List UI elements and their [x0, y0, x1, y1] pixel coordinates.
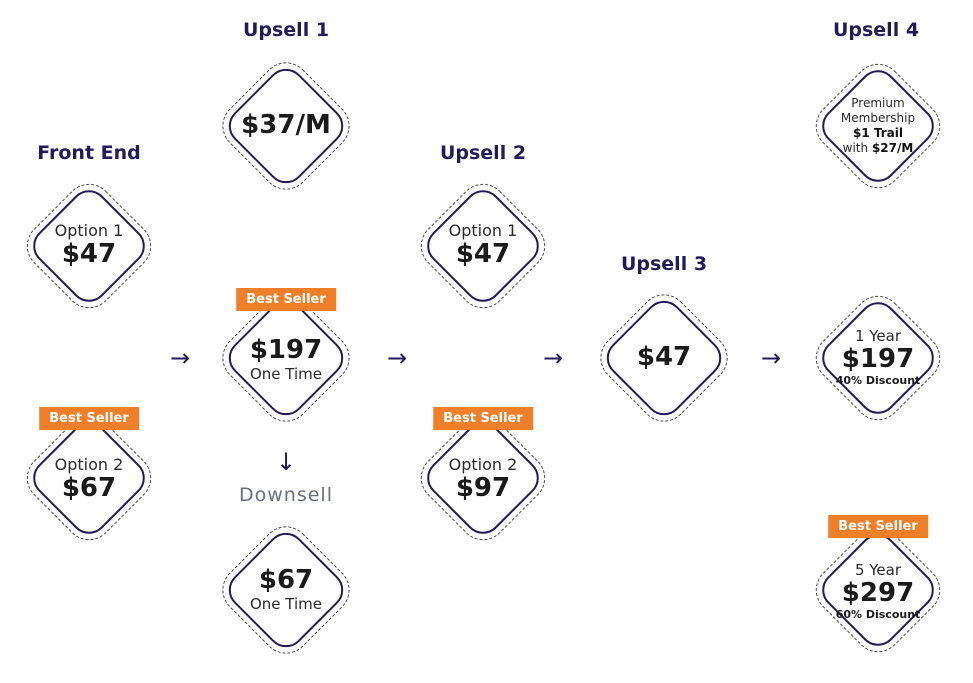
- membership-trial: $1 Trail: [852, 126, 903, 140]
- upsell1-top-diamond[interactable]: $37/M: [211, 51, 361, 201]
- upsell4-heading: Upsell 4: [832, 19, 920, 41]
- membership-with: with: [842, 141, 869, 155]
- best-seller-badge: Best Seller: [39, 407, 139, 430]
- right-arrow-icon: →: [760, 344, 782, 372]
- down-arrow-icon: ↓: [275, 448, 297, 476]
- option-price: $97: [455, 473, 511, 504]
- downsell-heading: Downsell: [239, 484, 333, 506]
- upsell1-main-diamond[interactable]: $197 One Time: [211, 283, 361, 433]
- plan-discount: 40% Discount: [835, 374, 921, 388]
- best-seller-badge: Best Seller: [236, 288, 336, 311]
- plan-label: 1 Year: [854, 327, 902, 346]
- plan-discount: 60% Discount: [835, 608, 921, 622]
- plan-price: $297: [841, 578, 915, 609]
- right-arrow-icon: →: [386, 344, 408, 372]
- option-price: $47: [61, 239, 117, 270]
- right-arrow-icon: →: [542, 344, 564, 372]
- upsell2-option1-diamond[interactable]: Option 1 $47: [410, 173, 556, 319]
- membership-monthly: $27/M: [871, 141, 914, 155]
- option-price: $47: [636, 342, 692, 373]
- upsell2-heading: Upsell 2: [439, 142, 527, 164]
- upsell3-heading: Upsell 3: [620, 253, 708, 275]
- upsell4-5year-diamond[interactable]: 5 Year $297 60% Discount: [805, 517, 951, 663]
- front-end-heading: Front End: [37, 142, 141, 164]
- option-price: $47: [455, 239, 511, 270]
- option-price: $67: [61, 473, 117, 504]
- upsell3-diamond[interactable]: $47: [589, 283, 739, 433]
- option-price: $67: [258, 565, 314, 596]
- upsell2-option2-diamond[interactable]: Option 2 $97: [410, 405, 556, 551]
- right-arrow-icon: →: [169, 344, 191, 372]
- front-end-option2-diamond[interactable]: Option 2 $67: [16, 405, 162, 551]
- option-label: Option 1: [448, 220, 518, 240]
- plan-price: $197: [841, 344, 915, 375]
- option-subtext: One Time: [249, 595, 323, 614]
- upsell4-membership-diamond[interactable]: Premium Membership $1 Trail with $27/M: [805, 53, 951, 199]
- upsell1-heading: Upsell 1: [242, 19, 330, 41]
- option-label: Option 2: [448, 454, 518, 474]
- front-end-option1-diamond[interactable]: Option 1 $47: [16, 173, 162, 319]
- best-seller-badge: Best Seller: [433, 407, 533, 430]
- option-price: $197: [249, 335, 323, 366]
- best-seller-badge: Best Seller: [828, 515, 928, 538]
- membership-line1: Premium: [851, 96, 905, 110]
- option-price: $37/M: [241, 110, 331, 141]
- option-label: Option 2: [54, 454, 124, 474]
- option-subtext: One Time: [249, 365, 323, 384]
- membership-monthly-line: with $27/M: [843, 141, 914, 156]
- option-label: Option 1: [54, 220, 124, 240]
- membership-line2: Membership: [840, 111, 916, 125]
- downsell-diamond[interactable]: $67 One Time: [211, 515, 361, 665]
- plan-label: 5 Year: [854, 561, 902, 580]
- upsell4-1year-diamond[interactable]: 1 Year $197 40% Discount: [805, 285, 951, 431]
